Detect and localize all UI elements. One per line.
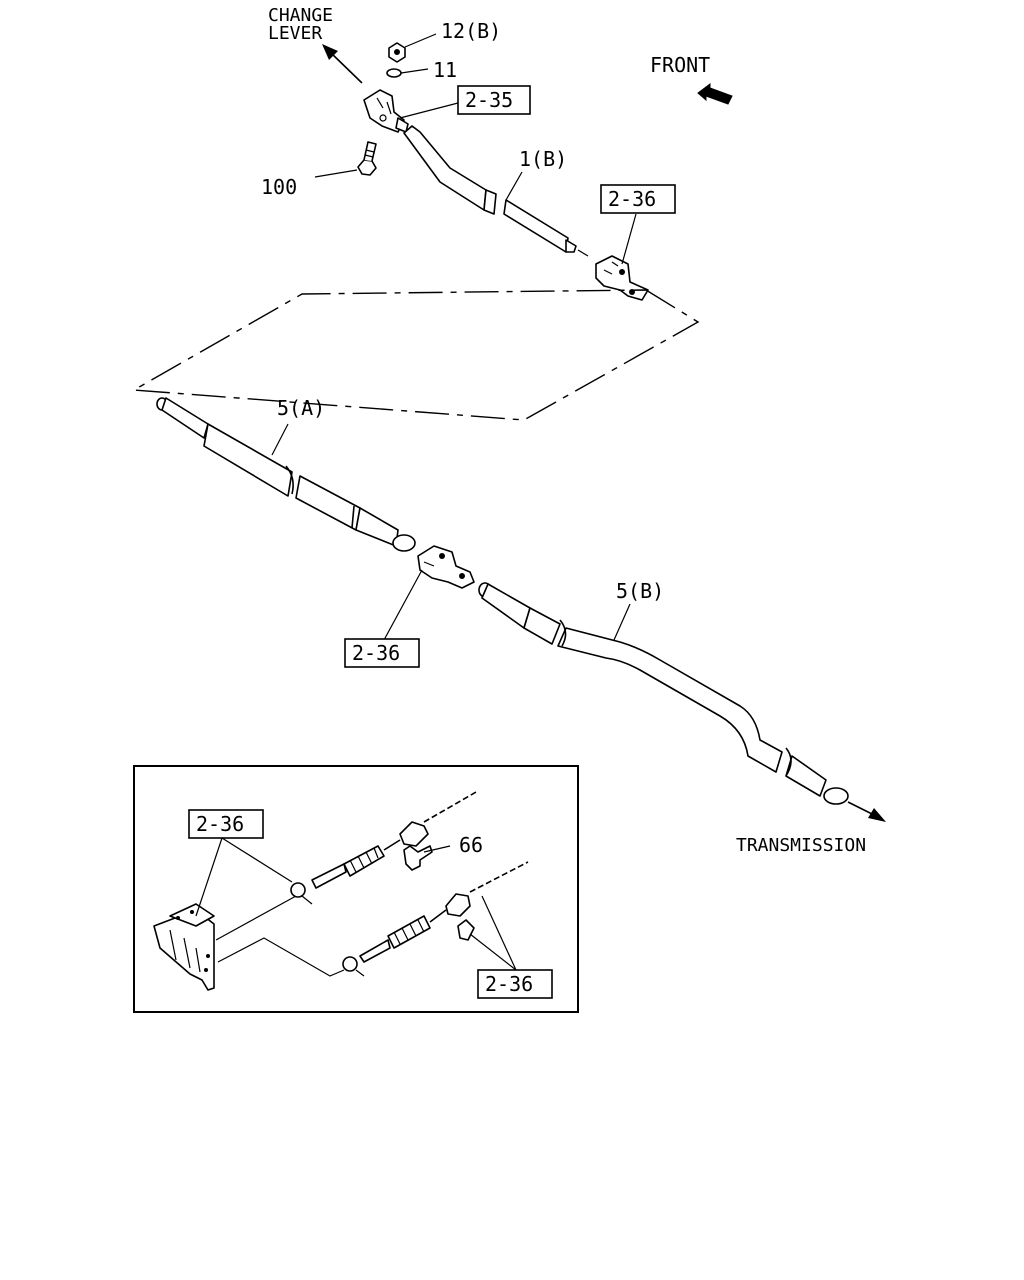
ref-label-2-36-middle: 2-36 <box>352 641 400 665</box>
part-label-100: 100 <box>261 175 297 199</box>
part-label-5a: 5(A) <box>277 396 325 420</box>
cable-bracket <box>153 903 215 991</box>
ref-label-2-36-inset-left: 2-36 <box>196 812 244 836</box>
ref-box-2-36-inset-right <box>477 969 553 999</box>
change-lever-arrow <box>322 44 363 84</box>
part-label-66: 66 <box>459 833 483 857</box>
transmission-arrow <box>847 801 886 822</box>
change-lever-label: CHANGE LEVER <box>268 5 333 44</box>
ref-label-2-36-inset-right: 2-36 <box>485 972 533 996</box>
ref-box-2-36-inset-left <box>188 809 264 839</box>
transmission-label: TRANSMISSION <box>736 835 866 856</box>
svg-text:LEVER: LEVER <box>268 23 322 44</box>
inset-frame <box>133 765 579 1013</box>
nut-12b <box>388 42 406 63</box>
bolt-100 <box>357 141 377 176</box>
part-label-12b: 12(B) <box>441 19 501 43</box>
ref-box-2-35 <box>457 85 531 115</box>
svg-text:CHANGE: CHANGE <box>268 5 333 26</box>
front-arrow <box>697 83 733 105</box>
part-label-5b: 5(B) <box>616 579 664 603</box>
lever-joint <box>363 89 409 133</box>
ref-label-2-36-top: 2-36 <box>608 187 656 211</box>
part-label-1b: 1(B) <box>519 147 567 171</box>
ref-box-2-36-top <box>600 184 676 214</box>
front-label: FRONT <box>650 53 710 77</box>
u-joint-middle <box>417 545 475 589</box>
shaft-1b <box>403 125 589 257</box>
clip-66 <box>403 845 433 871</box>
shaft-5a <box>156 397 416 552</box>
washer-11 <box>386 68 402 78</box>
ref-label-2-35: 2-35 <box>465 88 513 112</box>
shaft-5b <box>478 582 849 805</box>
ref-box-2-36-middle <box>344 638 420 668</box>
shift-cable-upper <box>290 791 477 905</box>
shift-cable-lower <box>342 861 529 977</box>
connection-plane <box>131 289 700 421</box>
part-label-11: 11 <box>433 58 457 82</box>
